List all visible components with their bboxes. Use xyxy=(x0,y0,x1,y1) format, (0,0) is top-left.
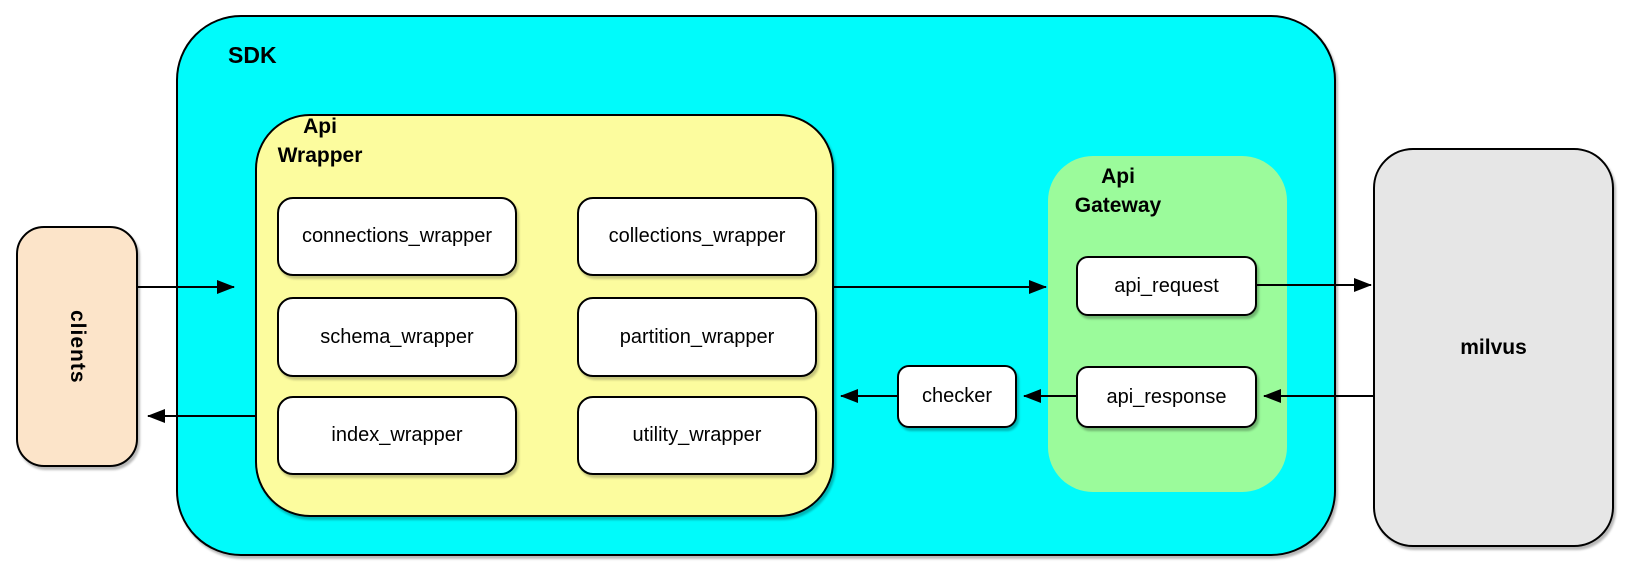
module-connections-wrapper: connections_wrapper xyxy=(277,197,517,276)
module-index-wrapper: index_wrapper xyxy=(277,396,517,475)
api-gateway-title: Api Gateway xyxy=(1074,165,1162,217)
api-gateway-box xyxy=(1048,156,1287,492)
clients-box: clients xyxy=(16,226,138,467)
module-collections-wrapper: collections_wrapper xyxy=(577,197,817,276)
checker-box: checker xyxy=(897,365,1017,428)
module-partition-wrapper: partition_wrapper xyxy=(577,297,817,377)
milvus-label: milvus xyxy=(1460,335,1527,359)
sdk-label: SDK xyxy=(228,42,277,68)
api-request-box: api_request xyxy=(1076,256,1257,316)
api-response-box: api_response xyxy=(1076,366,1257,428)
module-schema-wrapper: schema_wrapper xyxy=(277,297,517,377)
milvus-box: milvus xyxy=(1373,148,1614,547)
api-wrapper-title: Api Wrapper xyxy=(277,115,363,167)
clients-label: clients xyxy=(66,309,89,384)
module-utility-wrapper: utility_wrapper xyxy=(577,396,817,475)
